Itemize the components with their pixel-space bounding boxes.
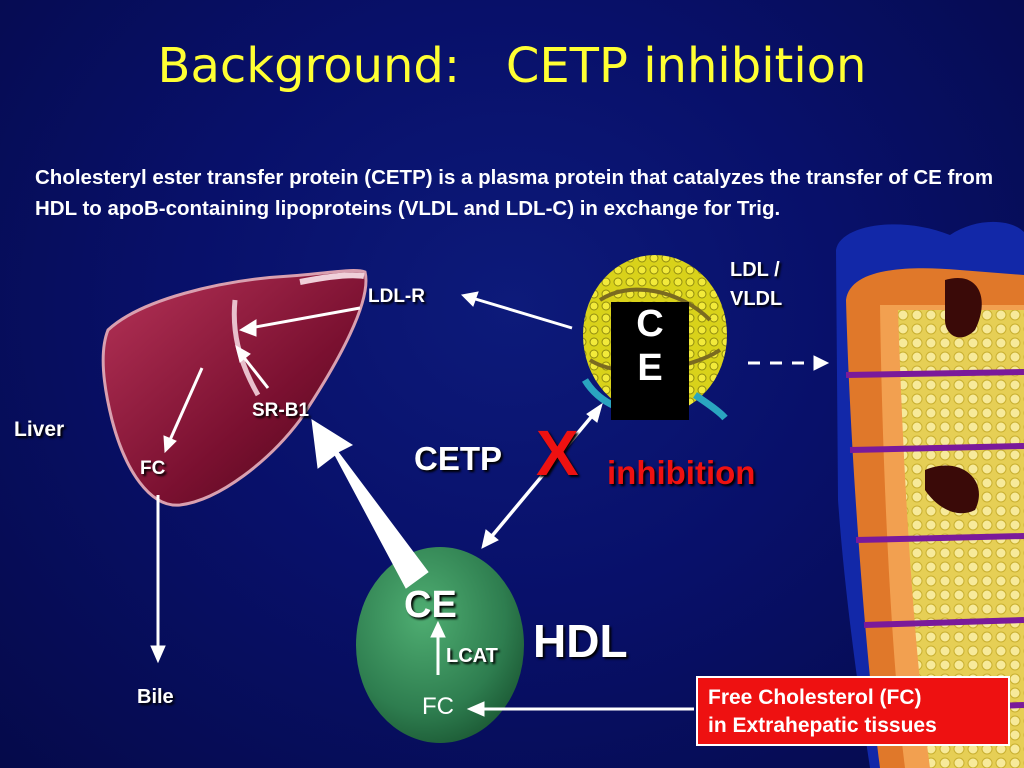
bile-label: Bile — [137, 686, 174, 708]
hdl-ce-label: CE — [404, 584, 457, 626]
ldl-vldl-label: LDL / VLDL — [730, 256, 782, 314]
ldl-vldl-line1: LDL / — [730, 259, 780, 281]
ldl-r-label: LDL-R — [368, 286, 425, 307]
hdl-label: HDL — [533, 615, 628, 667]
hdl-fc-label: FC — [422, 693, 454, 720]
ce-box-line1: C — [636, 303, 664, 345]
hdl-sphere — [356, 547, 524, 743]
artery-illustration — [836, 221, 1024, 768]
arrows — [150, 291, 830, 717]
cetp-label: CETP — [414, 440, 503, 477]
free-cholesterol-box: Free Cholesterol (FC) in Extrahepatic ti… — [696, 676, 1010, 746]
slide-title: Background: CETP inhibition — [157, 38, 867, 94]
liver-fc-label: FC — [140, 458, 166, 479]
sr-b1-label: SR-B1 — [252, 400, 310, 421]
fc-tissue-line2: in Extrahepatic tissues — [708, 714, 937, 737]
ldl-vldl-line2: VLDL — [730, 288, 783, 310]
inhibition-label: inhibition — [607, 454, 756, 491]
ldl-ce-box: C E — [611, 302, 689, 420]
lcat-label: LCAT — [446, 645, 498, 667]
inhibition-x-mark: X — [536, 417, 579, 489]
liver-label: Liver — [14, 418, 65, 441]
fc-tissue-line1: Free Cholesterol (FC) — [708, 686, 922, 709]
intro-text: Cholesteryl ester transfer protein (CETP… — [35, 166, 994, 220]
ce-box-line2: E — [637, 347, 663, 389]
